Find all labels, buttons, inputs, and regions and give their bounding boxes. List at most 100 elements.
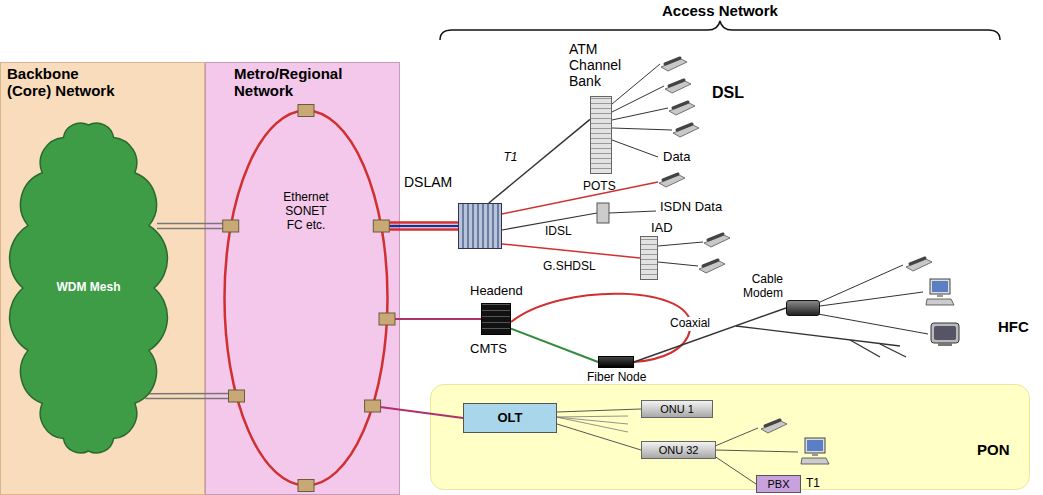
tv-icon <box>931 323 959 346</box>
line-label: ISDN Data <box>660 200 722 215</box>
channel-bank: ATM Channel Bank <box>590 96 612 174</box>
connector-line <box>381 228 458 231</box>
access-brace <box>440 21 1000 40</box>
connector <box>387 319 481 320</box>
metro-region: Metro/Regional NetworkEthernet SONET FC … <box>205 62 400 495</box>
ring-shape <box>223 109 389 487</box>
connector <box>634 308 786 362</box>
dslam: DSLAM <box>458 203 502 249</box>
line-label: Data <box>663 150 690 165</box>
connector-line <box>381 225 458 228</box>
onu-lines <box>715 428 798 452</box>
channel-bank-lines <box>612 64 672 157</box>
ring-port <box>223 220 239 232</box>
ring-port <box>298 480 314 492</box>
cloud-label: WDM Mesh <box>57 281 121 295</box>
ring-outline <box>225 111 388 486</box>
connector <box>381 223 458 230</box>
connector-line <box>387 318 481 320</box>
ring-port <box>373 220 389 232</box>
wdm-cloud: WDM Mesh <box>11 113 166 463</box>
device-label: CMTS <box>470 342 530 357</box>
box-label: ONU 32 <box>659 444 699 457</box>
device-label: ATM Channel Bank <box>569 41 639 89</box>
cloud-outline <box>10 123 168 453</box>
connector <box>511 329 598 362</box>
cable-modem: Cable Modem <box>786 300 820 316</box>
connector-line <box>145 393 236 395</box>
ring-port <box>379 313 395 325</box>
ring-port <box>365 400 381 412</box>
section-title: HFC <box>998 318 1029 335</box>
phone-icon <box>673 124 699 137</box>
connector <box>157 224 231 229</box>
connector <box>502 244 640 258</box>
olt-box: OLT <box>463 403 557 433</box>
phone-icon <box>661 58 687 71</box>
connector <box>716 457 756 484</box>
connector-line <box>373 406 463 418</box>
ring-port <box>298 105 314 117</box>
region-title: Metro/Regional Network <box>234 65 394 100</box>
connector-line <box>502 244 640 258</box>
onu-box: ONU 32 <box>641 441 716 459</box>
computer-icon <box>801 438 829 464</box>
connector-line <box>634 308 786 362</box>
connector-line <box>381 221 458 224</box>
modem-lines <box>818 265 928 334</box>
cmts-headend: HeadendCMTS <box>481 303 511 335</box>
coax-lines <box>736 326 906 357</box>
metro-ring: Ethernet SONET FC etc. <box>223 109 389 487</box>
phone-icon <box>669 102 695 115</box>
olt-fan-lines <box>556 416 628 432</box>
device-label: Fiber Node <box>587 371 667 385</box>
phone-icon <box>906 258 932 271</box>
box-label: OLT <box>497 411 522 426</box>
connector <box>557 424 641 450</box>
pbx-box: PBX <box>756 475 801 493</box>
device-label: IAD <box>651 221 691 236</box>
onu-box: ONU 1 <box>641 400 713 418</box>
pots-line <box>502 182 658 214</box>
device-label: DSLAM <box>404 174 474 190</box>
device-label: Headend <box>470 284 540 299</box>
connector-line <box>157 228 231 230</box>
connector-line <box>157 223 231 225</box>
connector <box>373 406 463 418</box>
section-title: Access Network <box>662 2 778 19</box>
connector-line <box>489 119 590 203</box>
box-label: PBX <box>767 478 789 491</box>
idsl-box <box>597 203 609 223</box>
connector-line <box>716 457 756 484</box>
ring-port <box>229 390 245 402</box>
isdn-line <box>609 211 656 213</box>
connector-line <box>145 398 236 400</box>
phone-icon <box>659 174 685 187</box>
line-label: POTS <box>583 180 616 194</box>
backbone-region: Backbone (Core) NetworkWDM Mesh <box>0 62 205 495</box>
phone-icon <box>704 234 730 247</box>
computer-icon <box>926 279 954 305</box>
pon-region: PON OLT ONU 1 ONU 32 PBX <box>430 384 1030 490</box>
connector <box>557 409 641 412</box>
region-title: Backbone (Core) Network <box>7 65 119 100</box>
section-title: DSL <box>712 84 744 102</box>
connector <box>145 394 236 399</box>
phone-icon <box>665 80 691 93</box>
box-label: ONU 1 <box>660 403 694 416</box>
fiber-node: Fiber Node <box>598 356 634 368</box>
phone-icon <box>699 260 725 273</box>
line-label: IDSL <box>545 225 572 239</box>
connector-line <box>557 409 641 412</box>
iad-lines <box>658 242 703 266</box>
region-title: PON <box>977 441 1027 458</box>
connector-line <box>511 329 598 362</box>
connector-label: T1 <box>501 151 519 165</box>
device-label: Cable Modem <box>737 273 783 301</box>
line-label: T1 <box>806 477 820 491</box>
connector <box>489 119 590 203</box>
connector-label: Coaxial <box>668 317 712 331</box>
phone-icon <box>761 420 787 433</box>
iad: IAD <box>640 236 658 280</box>
connector-label: G.SHDSL <box>541 260 598 274</box>
